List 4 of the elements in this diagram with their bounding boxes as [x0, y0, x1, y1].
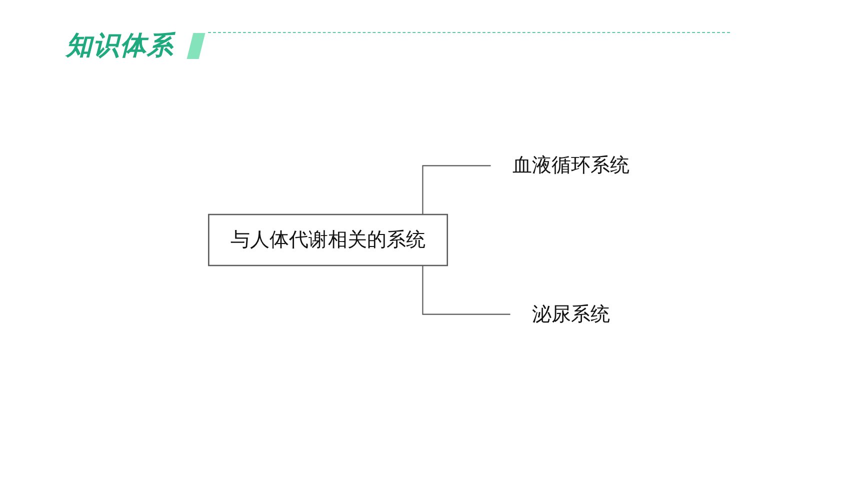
section-title: 知识体系	[66, 30, 174, 63]
node-text: 泌尿系统	[532, 302, 610, 326]
node-box: 与人体代谢相关的系统	[208, 214, 448, 266]
node-text: 血液循环系统	[512, 154, 630, 178]
